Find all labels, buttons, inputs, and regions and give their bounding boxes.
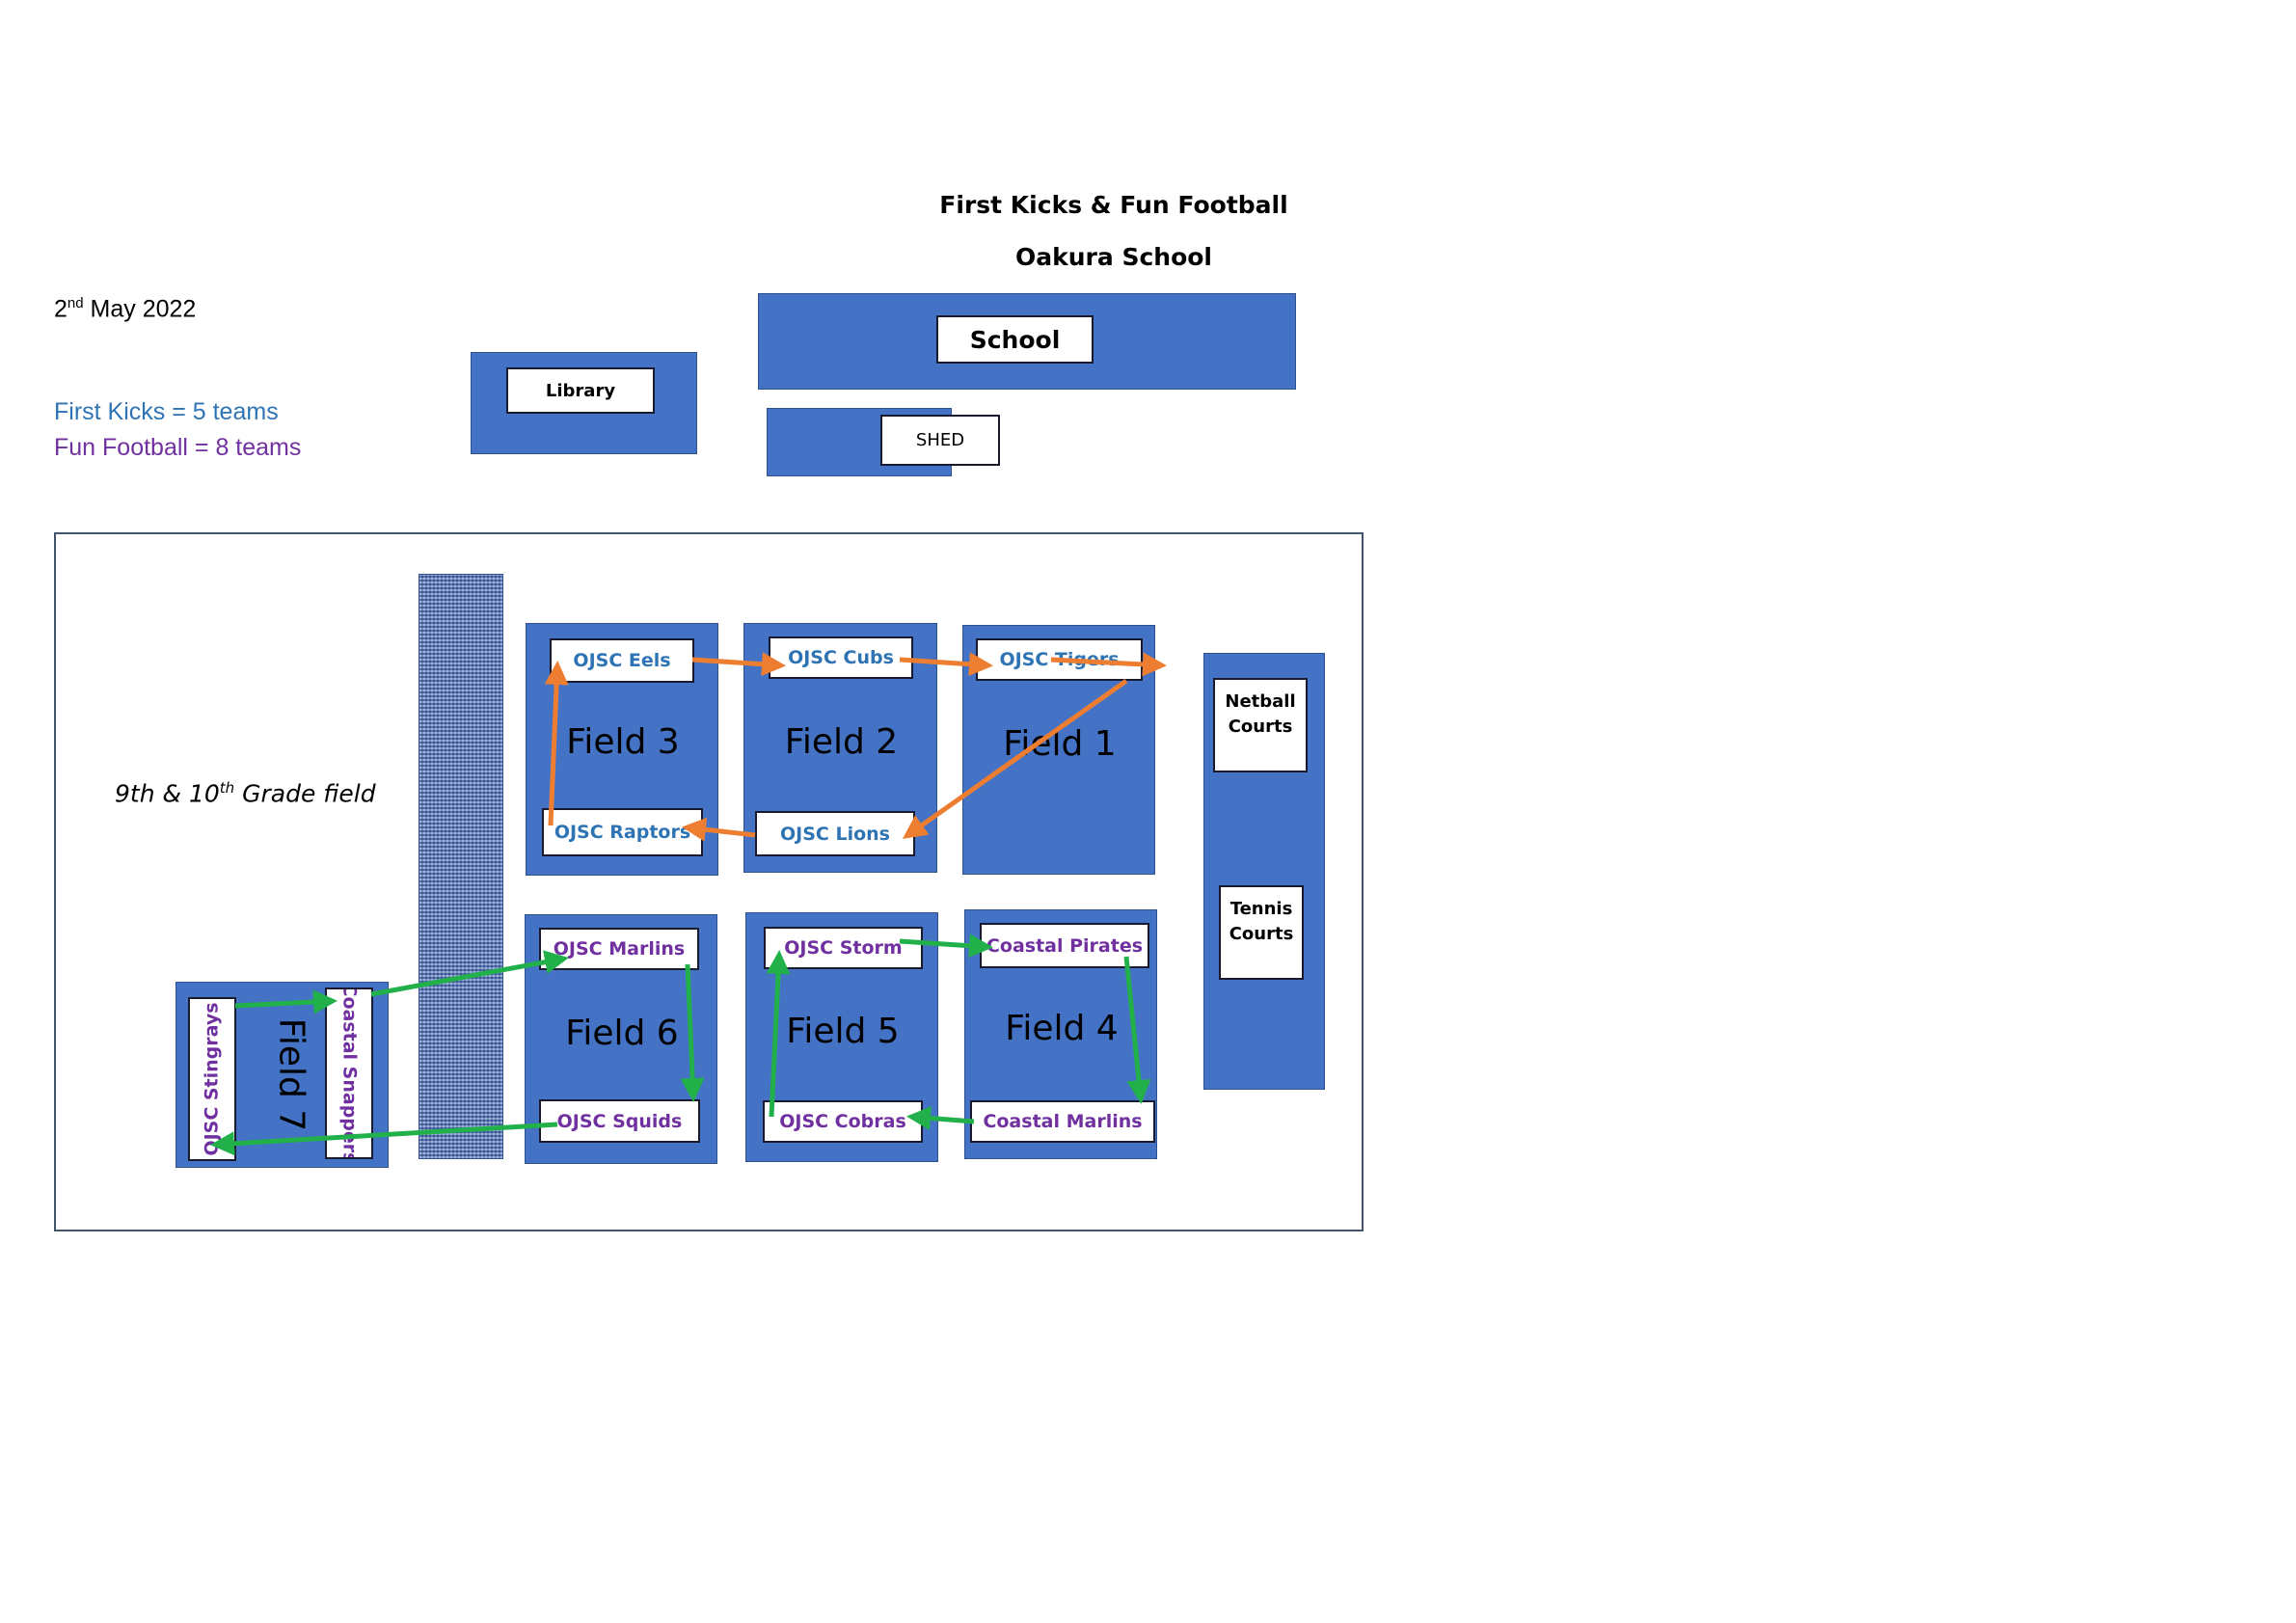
tennis-courts-label: Tennis Courts [1219,885,1304,980]
date-rest: May 2022 [83,295,197,323]
team-ojsc-tigers: OJSC Tigers [976,638,1143,681]
team-ojsc-lions: OJSC Lions [755,811,915,856]
date-suffix: nd [67,295,84,311]
grade-field-label: 9th & 10th Grade field [115,779,376,807]
grade-field-text: 9th & 10 [115,779,220,808]
team-ojsc-stingrays: OJSC Stingrays [202,1002,224,1156]
team-coastal-snappers-box: Coastal Snappers [325,987,373,1159]
team-ojsc-storm: OJSC Storm [764,927,923,969]
netball-courts-label: Netball Courts [1213,678,1308,772]
team-ojsc-cubs: OJSC Cubs [769,636,913,679]
field-1-name: Field 1 [1003,724,1117,764]
grade-field-rest: Grade field [234,779,376,808]
team-ojsc-squids: OJSC Squids [539,1099,700,1143]
date-day: 2 [54,295,68,323]
grade-field-sup: th [219,779,235,797]
date: 2nd May 2022 [54,295,196,323]
team-ojsc-marlins: OJSC Marlins [539,928,699,970]
school-grounds [54,532,1364,1231]
library-building: Library [471,352,697,454]
legend-first-kicks: First Kicks = 5 teams [54,398,279,425]
page-subtitle: Oakura School [1015,243,1212,271]
page-title: First Kicks & Fun Football [939,191,1288,219]
legend-fun-football: Fun Football = 8 teams [54,434,302,461]
field-3-name: Field 3 [566,722,680,762]
team-ojsc-raptors: OJSC Raptors [542,808,703,856]
school-building: School [758,293,1296,390]
field-5-name: Field 5 [786,1012,900,1051]
team-coastal-pirates: Coastal Pirates [980,923,1149,968]
field-6-name: Field 6 [565,1014,679,1053]
field-4-name: Field 4 [1005,1009,1119,1048]
school-label: School [936,315,1094,364]
team-ojsc-stingrays-box: OJSC Stingrays [188,997,236,1161]
pathway-strip [419,574,503,1159]
shed-label: SHED [880,415,1000,466]
team-coastal-snappers: Coastal Snappers [338,987,360,1159]
field-2-name: Field 2 [784,722,899,762]
team-coastal-marlins: Coastal Marlins [970,1100,1155,1143]
field-7-name: Field 7 [271,1017,311,1132]
team-ojsc-cobras: OJSC Cobras [763,1100,923,1143]
team-ojsc-eels: OJSC Eels [550,638,694,683]
library-label: Library [506,367,655,414]
